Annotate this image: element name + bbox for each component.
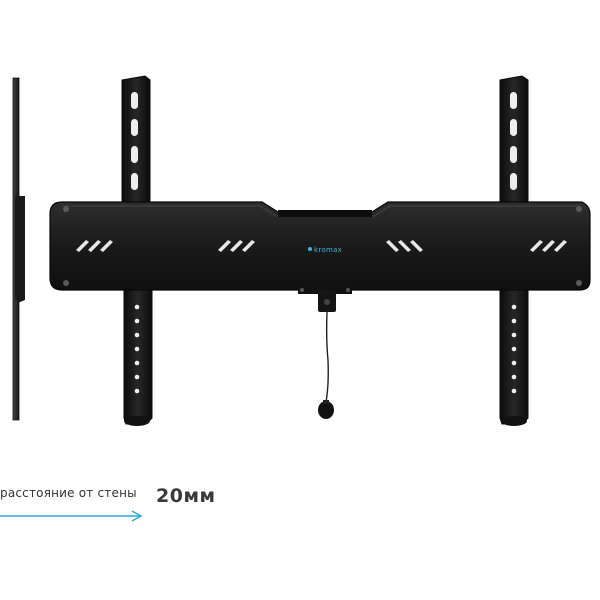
lock-release-cord <box>298 286 352 419</box>
ventilation-slots <box>76 240 567 252</box>
brand-logo: kromax <box>308 246 342 254</box>
brand-logo-text: kromax <box>314 246 342 254</box>
side-profile-view <box>12 77 25 421</box>
wall-distance-label: расстояние от стены <box>0 486 137 500</box>
distance-arrow-icon <box>0 510 143 522</box>
wall-distance-value: 20мм <box>156 485 216 507</box>
horizontal-wall-plate: kromax <box>49 201 591 291</box>
